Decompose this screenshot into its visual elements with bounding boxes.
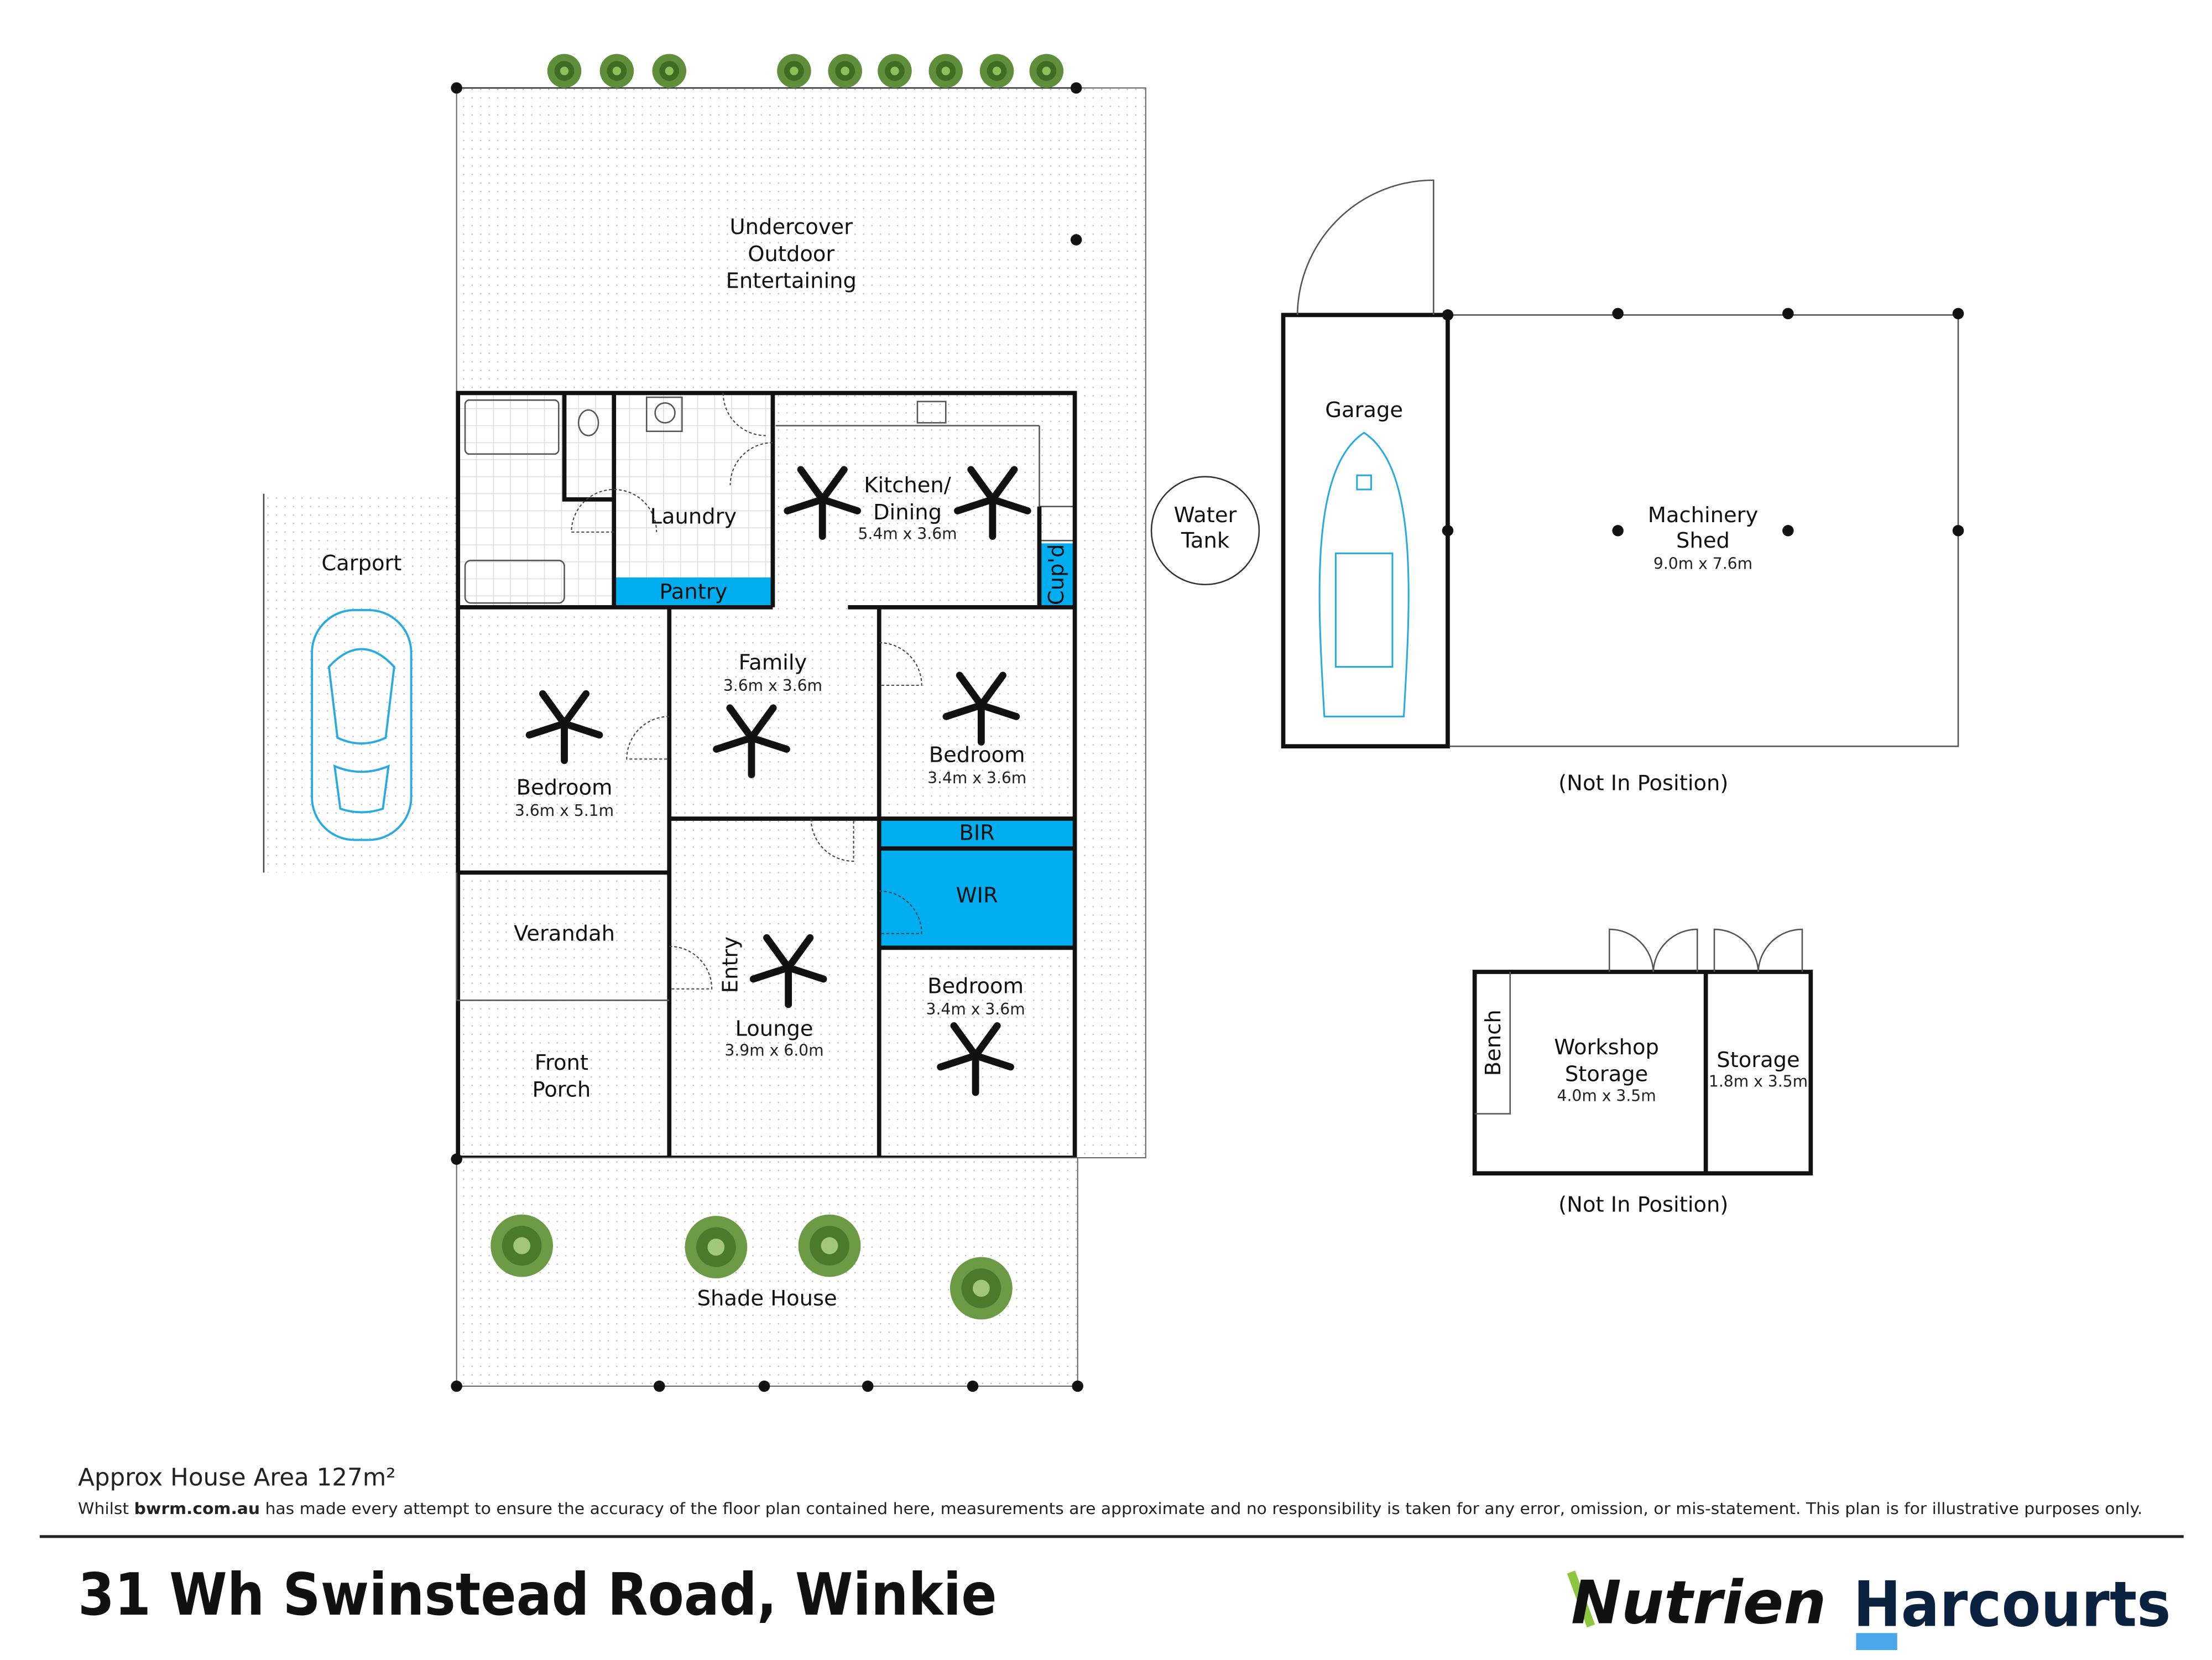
svg-text:Laundry: Laundry xyxy=(650,504,737,529)
svg-text:Pantry: Pantry xyxy=(659,579,727,604)
svg-text:Carport: Carport xyxy=(321,551,401,576)
svg-text:4.0m x 3.5m: 4.0m x 3.5m xyxy=(1557,1086,1656,1105)
svg-text:Kitchen/Dining: Kitchen/Dining xyxy=(864,473,951,525)
svg-text:Bedroom: Bedroom xyxy=(517,775,613,800)
harcourts-logo: Harcourts xyxy=(1853,1568,2171,1651)
svg-text:3.6m x 5.1m: 3.6m x 5.1m xyxy=(515,802,614,820)
svg-text:Shade House: Shade House xyxy=(697,1286,837,1311)
address-title: 31 Wh Swinstead Road, Winkie xyxy=(78,1560,997,1628)
svg-text:Family: Family xyxy=(739,651,807,675)
svg-text:Entry: Entry xyxy=(718,936,743,993)
footer: Approx House Area 127m² Whilst bwrm.com.… xyxy=(39,1464,2184,1651)
svg-text:(Not In Position): (Not In Position) xyxy=(1558,771,1728,796)
svg-text:Bench: Bench xyxy=(1481,1009,1506,1076)
boat-icon xyxy=(1318,431,1410,717)
svg-text:Nutrien: Nutrien xyxy=(1571,1568,1827,1637)
svg-text:Cup'd: Cup'd xyxy=(1044,544,1069,605)
wir xyxy=(879,848,1075,948)
svg-text:1.8m x 3.5m: 1.8m x 3.5m xyxy=(1709,1073,1808,1091)
svg-text:Garage: Garage xyxy=(1325,398,1403,423)
pantry xyxy=(614,577,773,607)
svg-text:BIR: BIR xyxy=(959,820,994,845)
shade-house: Shade House xyxy=(451,1153,1083,1392)
svg-text:5.4m x 3.6m: 5.4m x 3.6m xyxy=(858,525,957,543)
bir xyxy=(879,818,1075,849)
cupboard xyxy=(1039,543,1075,607)
tree-row xyxy=(547,54,1064,89)
svg-text:Verandah: Verandah xyxy=(514,922,615,946)
svg-text:(Not In Position): (Not In Position) xyxy=(1558,1192,1728,1217)
house-area: Approx House Area 127m² xyxy=(78,1464,396,1492)
svg-text:3.9m x 6.0m: 3.9m x 6.0m xyxy=(724,1041,823,1059)
disclaimer: Whilst bwrm.com.au has made every attemp… xyxy=(78,1499,2142,1518)
svg-text:Bedroom: Bedroom xyxy=(929,742,1025,767)
svg-text:Lounge: Lounge xyxy=(735,1016,813,1041)
nutrien-logo: Nutrien xyxy=(1567,1568,1827,1637)
svg-text:3.4m x 3.6m: 3.4m x 3.6m xyxy=(926,1000,1025,1018)
house: Laundry Pantry Kitchen/Dining 5.4m x 3.6… xyxy=(456,391,1077,1160)
svg-text:3.4m x 3.6m: 3.4m x 3.6m xyxy=(927,769,1026,787)
car-icon xyxy=(311,609,413,841)
svg-text:Harcourts: Harcourts xyxy=(1853,1568,2171,1641)
svg-text:9.0m x 7.6m: 9.0m x 7.6m xyxy=(1653,555,1752,573)
svg-text:Bedroom: Bedroom xyxy=(927,974,1024,998)
svg-text:3.6m x 3.6m: 3.6m x 3.6m xyxy=(723,677,822,695)
svg-text:Storage: Storage xyxy=(1717,1048,1799,1073)
carport: Carport xyxy=(263,493,457,873)
svg-text:WIR: WIR xyxy=(956,883,998,908)
